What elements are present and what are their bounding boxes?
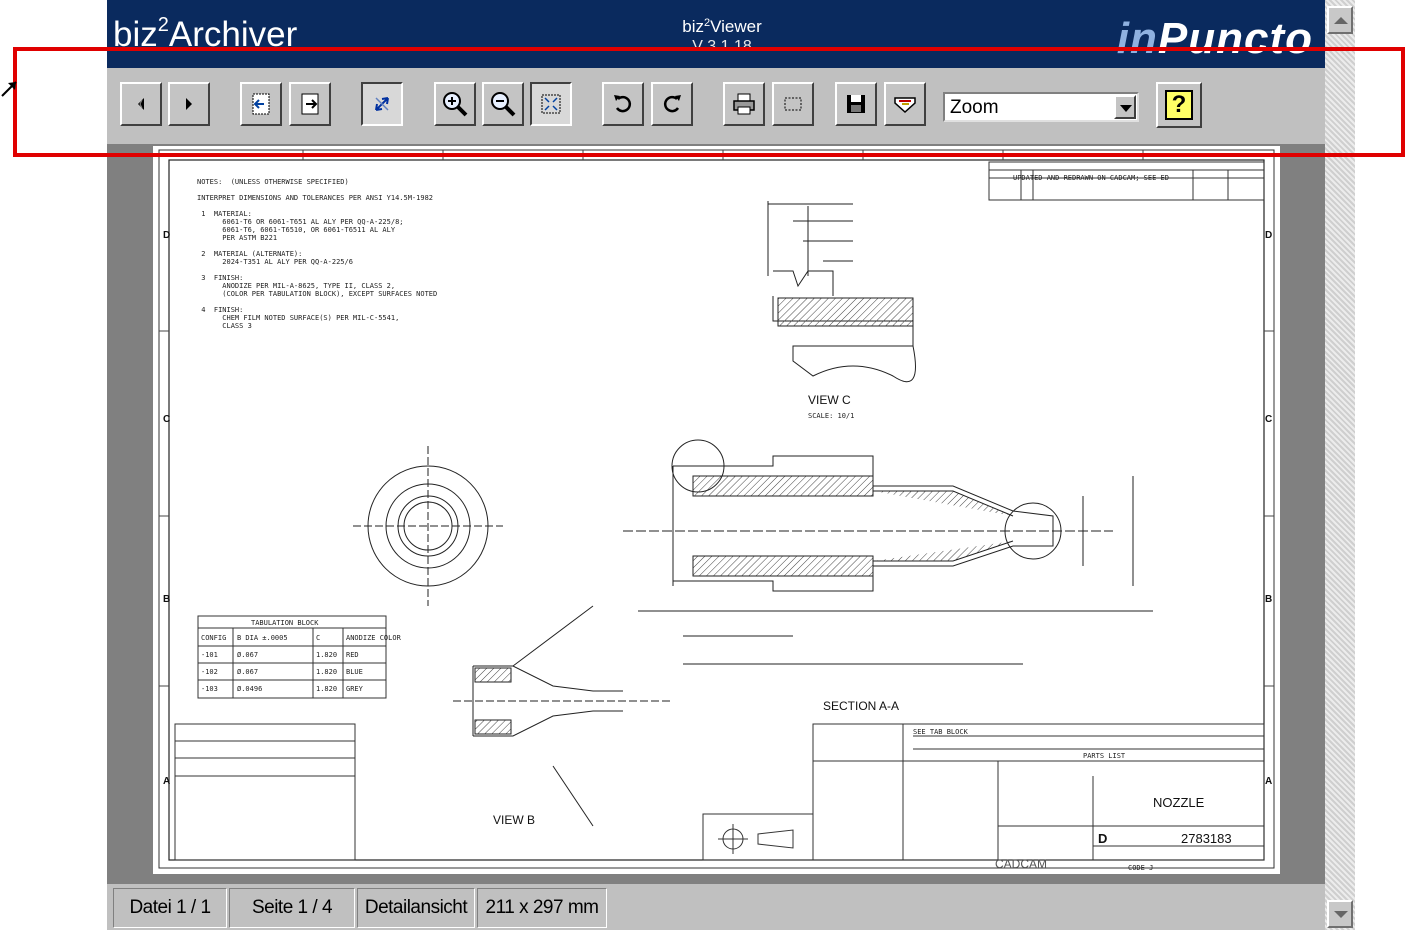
viewer-window: biz2Archiver biz2Viewer V 3.1.18 inPunct… [107,0,1325,930]
zone-letter-d-right: D [1265,230,1273,241]
status-paper-size: 211 x 297 mm [477,888,607,928]
section-label: SECTION A-A [823,699,900,713]
print-button[interactable] [723,82,765,126]
fit-page-button[interactable] [530,82,572,126]
help-button[interactable]: ? [1156,82,1202,128]
tab-cell: 1.820 [316,668,338,676]
help-icon: ? [1165,90,1193,120]
size-letter: D [1098,831,1108,846]
part-name: NOZZLE [1153,795,1205,810]
zone-letter-b-right: B [1265,594,1273,605]
rotate-left-button[interactable] [602,82,644,126]
select-area-button[interactable] [772,82,814,126]
zoom-in-icon [443,92,468,117]
app-name: biz2Archiver [113,14,298,54]
fit-page-icon [541,94,561,114]
parts-list-label: PARTS LIST [1083,752,1126,760]
zone-letter-c: C [163,414,171,425]
document-view[interactable]: NOTES: (UNLESS OTHERWISE SPECIFIED) INTE… [107,144,1325,884]
zone-letter-c-right: C [1265,414,1273,425]
tab-cell: Ø.067 [237,651,259,659]
brand-logo: inPuncto [1116,14,1313,63]
status-page: Seite 1 / 4 [229,888,355,928]
zone-letter-a-right: A [1265,776,1273,787]
tab-block-title: TABULATION BLOCK [251,619,319,627]
toolbar: Zoom ? [107,68,1325,144]
printer-icon [733,93,755,115]
revision-description: UPDATED AND REDRAWN ON CADCAM; SEE ED [1013,174,1169,182]
vertical-scrollbar[interactable] [1325,0,1355,930]
tab-cell: GREY [346,685,363,693]
move-arrows-icon [375,97,389,111]
zone-letter-a: A [163,776,171,787]
prev-file-button[interactable] [240,82,282,126]
zoom-in-button[interactable] [434,82,476,126]
tab-cell: -101 [201,651,218,659]
cadcam-label: CADCAM [995,857,1048,871]
viewer-version: V 3.1.18 [692,38,752,55]
floppy-disk-icon [847,95,865,113]
zoom-out-button[interactable] [482,82,524,126]
tab-cell: Ø.067 [237,668,259,676]
zoom-select[interactable]: Zoom [943,92,1139,122]
tab-cell: BLUE [346,668,363,676]
scroll-down-button[interactable] [1327,900,1353,928]
view-c-scale: SCALE: 10/1 [808,412,855,420]
arrow-right-icon [186,98,192,110]
annotation-icon [894,97,916,114]
tab-header-cell: CONFIG [201,634,227,642]
status-file: Datei 1 / 1 [113,888,227,928]
pan-button[interactable] [361,82,403,126]
zoom-value: Zoom [950,97,999,118]
page-forward-icon [301,93,319,115]
title-bar: biz2Archiver biz2Viewer V 3.1.18 inPunct… [107,0,1325,68]
selection-rectangle-icon [784,97,802,111]
tab-cell: -102 [201,668,218,676]
rotate-right-icon [663,95,681,113]
next-page-button[interactable] [168,82,210,126]
tab-cell: -103 [201,685,218,693]
see-tab-block: SEE TAB BLOCK [913,728,968,736]
next-file-button[interactable] [289,82,331,126]
arrow-left-icon [138,98,144,110]
zone-letter-d: D [163,230,171,241]
notes-title: NOTES: (UNLESS OTHERWISE SPECIFIED) [197,178,349,186]
tab-cell: 1.820 [316,685,338,693]
status-view-mode: Detailansicht [357,888,475,928]
status-bar: Datei 1 / 1 Seite 1 / 4 Detailansicht 21… [107,884,1325,930]
drawing-number: 2783183 [1181,831,1232,846]
tab-header-cell: ANODIZE COLOR [346,634,401,642]
tab-header-cell: C [316,634,321,642]
tab-cell: Ø.0496 [237,685,263,693]
rotate-right-button[interactable] [651,82,693,126]
rotate-left-icon [614,95,632,113]
page-back-icon [252,93,270,115]
viewer-name: biz2Viewer V 3.1.18 [647,14,797,56]
chevron-down-icon[interactable] [1114,95,1136,119]
save-button[interactable] [835,82,877,126]
zone-letter-b: B [163,594,171,605]
drawing-page: NOTES: (UNLESS OTHERWISE SPECIFIED) INTE… [153,146,1280,874]
prev-page-button[interactable] [120,82,162,126]
technical-drawing [158,149,1275,869]
code-label: CODE J [1128,864,1154,872]
tab-cell: RED [346,651,359,659]
tab-header-cell: B DIA ±.0005 [237,634,288,642]
scroll-up-button[interactable] [1327,6,1353,34]
pointer-arrow-icon [1,81,17,97]
view-c-label: VIEW C [808,393,851,407]
view-b-label: VIEW B [493,813,536,827]
zoom-out-icon [491,92,516,117]
annotate-button[interactable] [884,82,926,126]
notes-body: INTERPRET DIMENSIONS AND TOLERANCES PER … [197,194,438,330]
tab-cell: 1.820 [316,651,338,659]
